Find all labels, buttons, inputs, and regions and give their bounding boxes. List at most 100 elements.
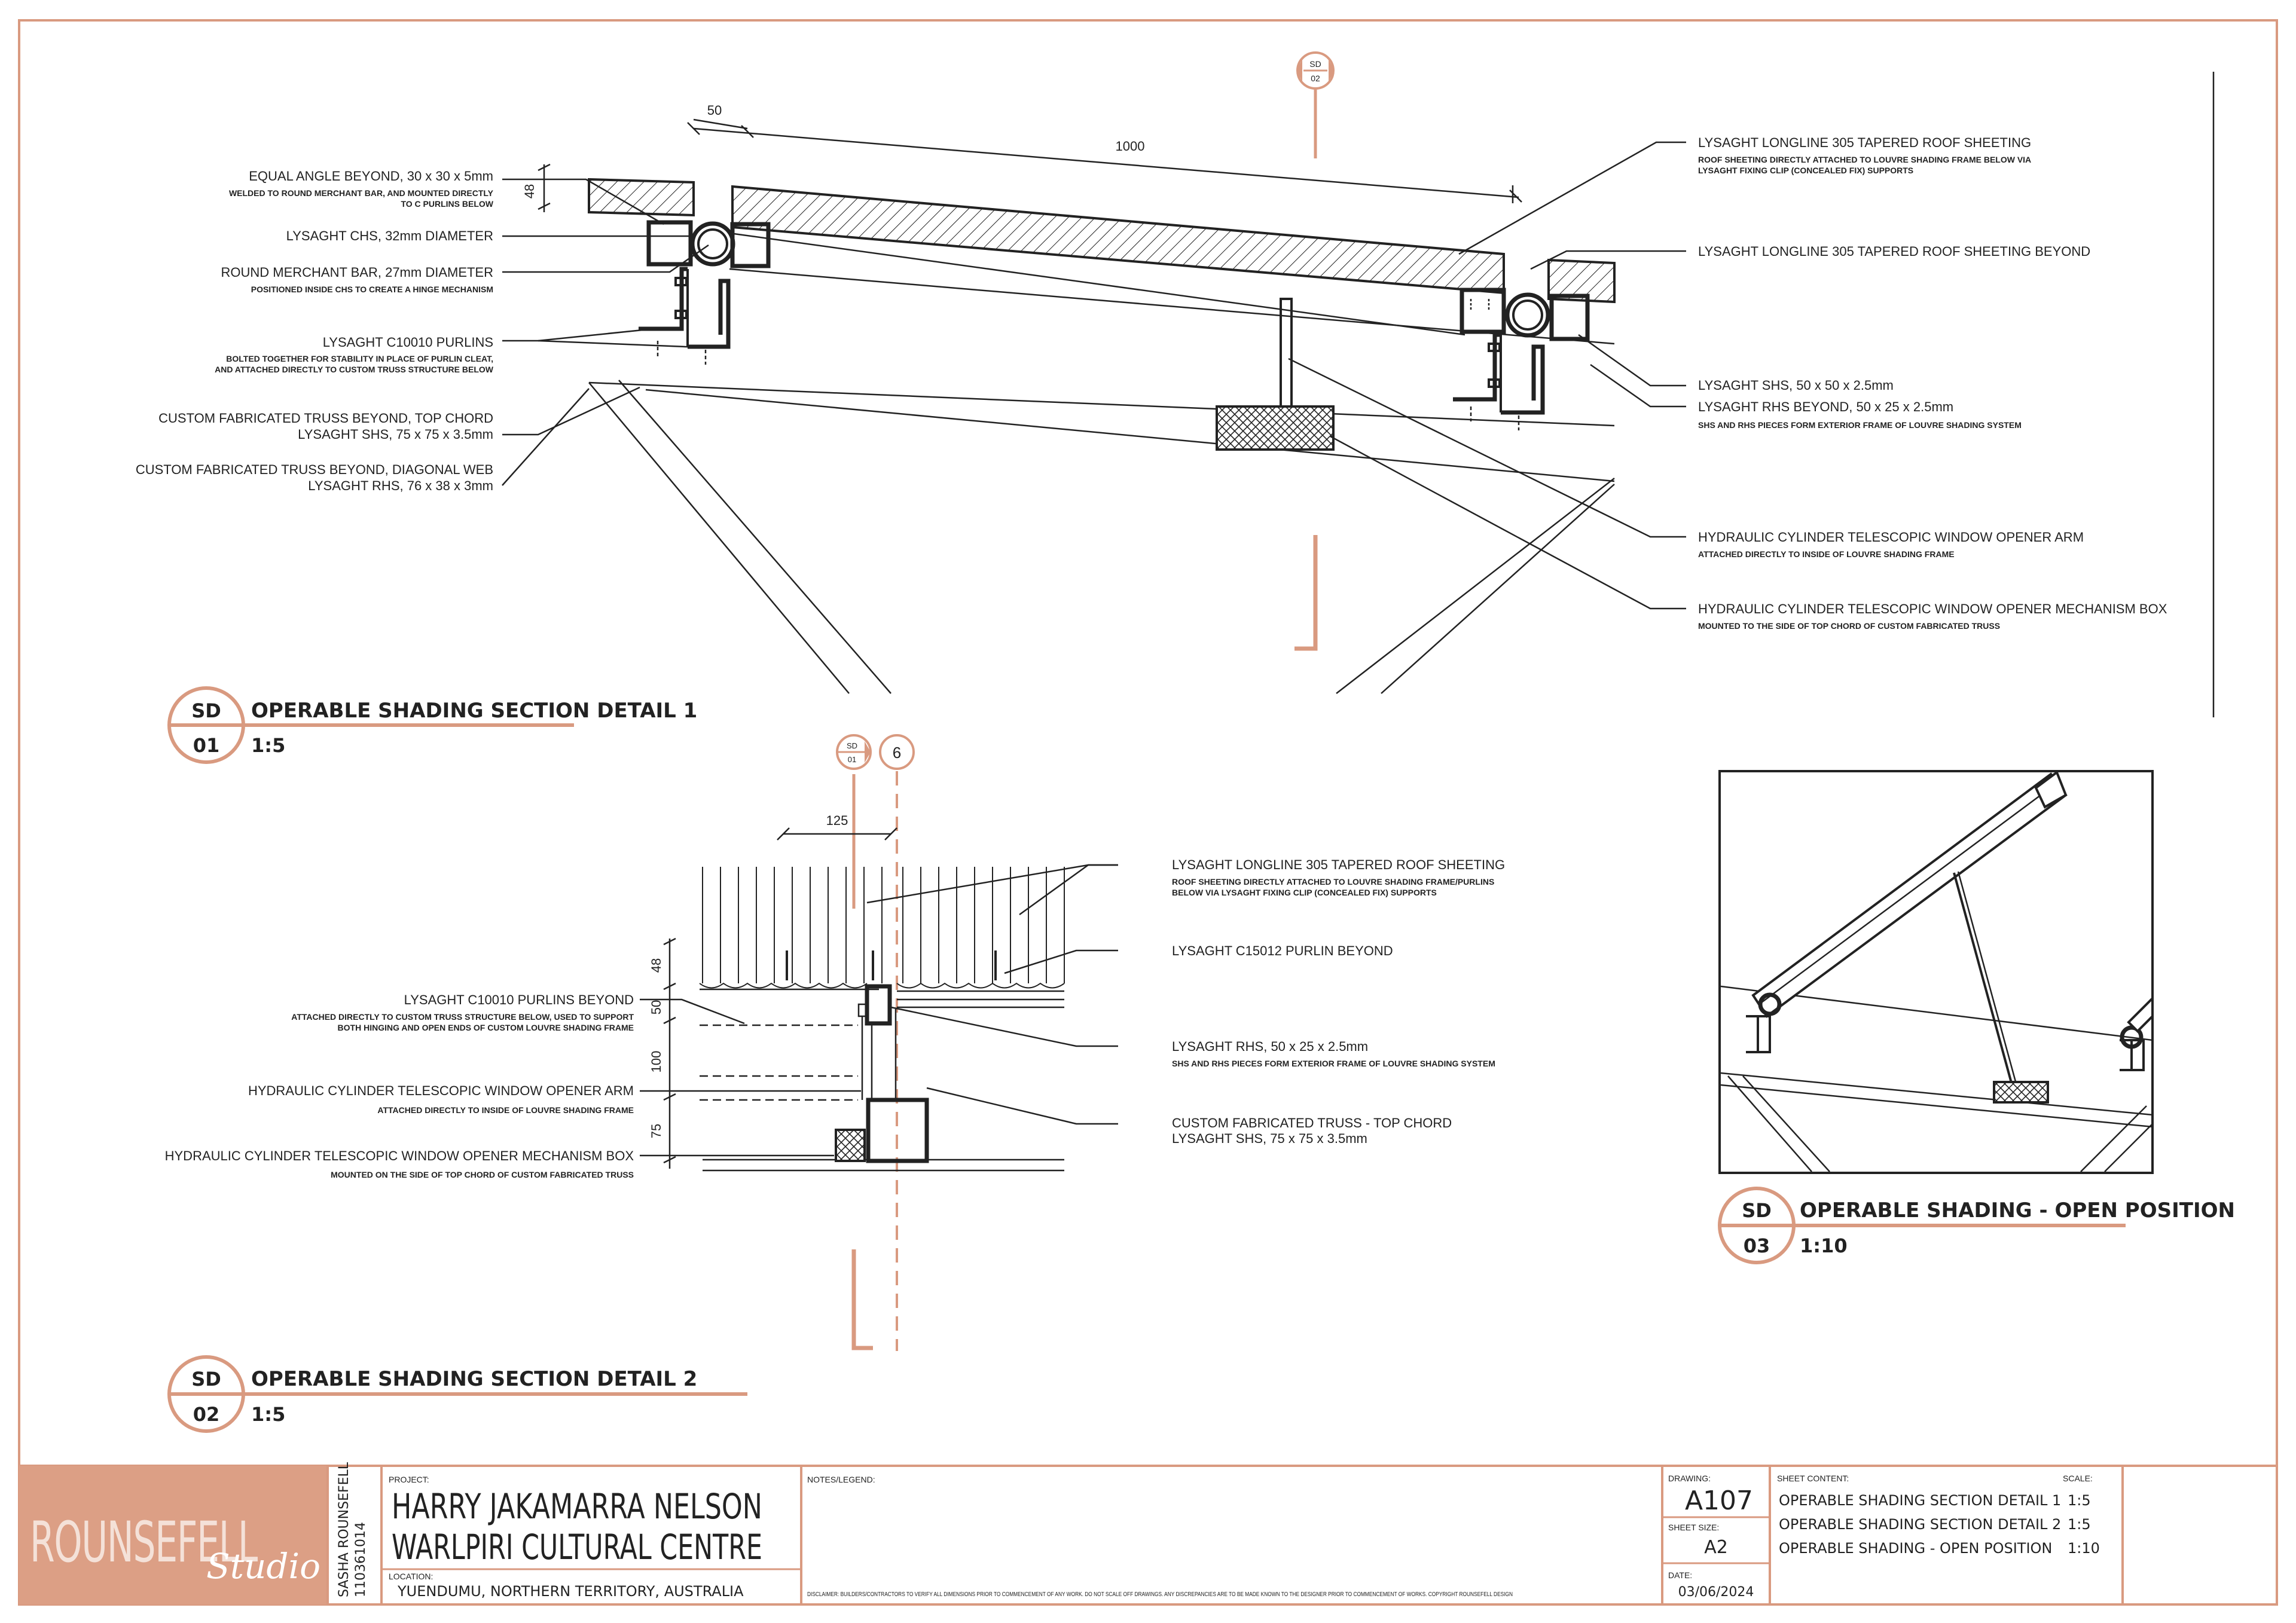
svg-text:LYSAGHT SHS, 75 x 75 x 3.5mm: LYSAGHT SHS, 75 x 75 x 3.5mm bbox=[1172, 1131, 1367, 1146]
svg-text:MOUNTED TO THE SIDE OF TOP CHO: MOUNTED TO THE SIDE OF TOP CHORD OF CUST… bbox=[1698, 621, 2000, 631]
svg-text:LYSAGHT SHS, 75 x 75 x 3.5mm: LYSAGHT SHS, 75 x 75 x 3.5mm bbox=[298, 427, 493, 442]
svg-text:POSITIONED INSIDE CHS TO CREAT: POSITIONED INSIDE CHS TO CREATE A HINGE … bbox=[251, 285, 493, 294]
detail-3-scale: 1:10 bbox=[1800, 1234, 1848, 1257]
svg-text:SD: SD bbox=[1309, 59, 1321, 69]
detail-1-labels-left: EQUAL ANGLE BEYOND, 30 x 30 x 5mm WELDED… bbox=[136, 169, 494, 493]
svg-text:SHS AND RHS PIECES FORM EXTERI: SHS AND RHS PIECES FORM EXTERIOR FRAME O… bbox=[1172, 1059, 1495, 1068]
svg-text:LYSAGHT C10010 PURLINS BEYOND: LYSAGHT C10010 PURLINS BEYOND bbox=[404, 992, 634, 1007]
detail-1-scale: 1:5 bbox=[251, 734, 285, 757]
content-row-1-scale: 1:5 bbox=[2068, 1492, 2091, 1509]
sheet-date: 03/06/2024 bbox=[1678, 1585, 1754, 1600]
svg-text:ROUND MERCHANT BAR, 27mm DIAME: ROUND MERCHANT BAR, 27mm DIAMETER bbox=[221, 265, 493, 280]
disclaimer: DISCLAIMER: BUILDERS/CONTRACTORS TO VERI… bbox=[807, 1591, 1513, 1598]
content-row-1: OPERABLE SHADING SECTION DETAIL 1 bbox=[1779, 1492, 2061, 1509]
svg-text:BOLTED TOGETHER FOR STABILITY: BOLTED TOGETHER FOR STABILITY IN PLACE O… bbox=[226, 354, 493, 363]
student-id: 110361014 bbox=[353, 1522, 368, 1597]
svg-text:HYDRAULIC CYLINDER TELESCOPIC: HYDRAULIC CYLINDER TELESCOPIC WINDOW OPE… bbox=[1698, 530, 2084, 545]
svg-text:ROOF SHEETING DIRECTLY ATTACHE: ROOF SHEETING DIRECTLY ATTACHED TO LOUVR… bbox=[1698, 155, 2031, 164]
detail-1-title-tag: SD 01 OPERABLE SHADING SECTION DETAIL 1 … bbox=[167, 686, 697, 764]
svg-text:SD: SD bbox=[1742, 1199, 1772, 1222]
detail-2-title: OPERABLE SHADING SECTION DETAIL 2 bbox=[251, 1367, 697, 1391]
svg-text:48: 48 bbox=[649, 958, 664, 973]
svg-text:DRAWING:: DRAWING: bbox=[1668, 1474, 1711, 1483]
svg-text:ROOF SHEETING DIRECTLY ATTACHE: ROOF SHEETING DIRECTLY ATTACHED TO LOUVR… bbox=[1172, 877, 1494, 887]
logo-main: ROUNSEFELL bbox=[30, 1510, 258, 1575]
svg-text:CUSTOM FABRICATED TRUSS BEYOND: CUSTOM FABRICATED TRUSS BEYOND, DIAGONAL… bbox=[136, 462, 493, 477]
project-line-1: HARRY JAKAMARRA NELSON bbox=[392, 1486, 762, 1527]
svg-text:ATTACHED DIRECTLY TO INSIDE OF: ATTACHED DIRECTLY TO INSIDE OF LOUVRE SH… bbox=[1698, 549, 1955, 559]
svg-text:SD: SD bbox=[191, 699, 221, 722]
logo-script: Studio bbox=[206, 1546, 320, 1587]
svg-text:75: 75 bbox=[649, 1124, 664, 1138]
content-row-3: OPERABLE SHADING - OPEN POSITION bbox=[1779, 1540, 2052, 1557]
detail-3-title: OPERABLE SHADING - OPEN POSITION bbox=[1800, 1199, 2235, 1222]
detail-1-title: OPERABLE SHADING SECTION DETAIL 1 bbox=[251, 699, 697, 723]
svg-text:MOUNTED ON THE SIDE OF TOP CHO: MOUNTED ON THE SIDE OF TOP CHORD OF CUST… bbox=[331, 1170, 634, 1179]
svg-text:WELDED TO ROUND MERCHANT BAR,: WELDED TO ROUND MERCHANT BAR, AND MOUNTE… bbox=[229, 188, 494, 198]
detail-1-labels-right: LYSAGHT LONGLINE 305 TAPERED ROOF SHEETI… bbox=[1698, 135, 2167, 631]
detail-1-drawing: 50 1000 48 SD 02 bbox=[502, 51, 1686, 694]
detail-2-drawing: SD 01 6 125 bbox=[640, 734, 1118, 1351]
svg-text:CUSTOM FABRICATED TRUSS BEYOND: CUSTOM FABRICATED TRUSS BEYOND, TOP CHOR… bbox=[158, 411, 493, 426]
dim-48-d1: 48 bbox=[522, 184, 537, 198]
svg-text:SHEET SIZE:: SHEET SIZE: bbox=[1668, 1523, 1719, 1532]
sheet-size: A2 bbox=[1704, 1537, 1728, 1558]
svg-text:SHS AND RHS PIECES FORM EXTERI: SHS AND RHS PIECES FORM EXTERIOR FRAME O… bbox=[1698, 420, 2022, 430]
svg-text:02: 02 bbox=[193, 1403, 220, 1426]
svg-text:HYDRAULIC CYLINDER TELESCOPIC: HYDRAULIC CYLINDER TELESCOPIC WINDOW OPE… bbox=[1698, 601, 2167, 616]
content-row-3-scale: 1:10 bbox=[2068, 1540, 2100, 1557]
title-block: ROUNSEFELL Studio SASHA ROUNSEFELL 11036… bbox=[19, 1462, 2277, 1604]
dim-1000-d1: 1000 bbox=[1116, 139, 1145, 154]
svg-text:BOTH HINGING AND OPEN ENDS OF: BOTH HINGING AND OPEN ENDS OF CUSTOM LOU… bbox=[338, 1023, 634, 1032]
svg-text:NOTES/LEGEND:: NOTES/LEGEND: bbox=[807, 1475, 875, 1484]
detail-2-labels-right: LYSAGHT LONGLINE 305 TAPERED ROOF SHEETI… bbox=[1172, 857, 1505, 1146]
svg-text:SD: SD bbox=[847, 741, 857, 750]
content-row-2: OPERABLE SHADING SECTION DETAIL 2 bbox=[1779, 1516, 2061, 1533]
detail-2-scale: 1:5 bbox=[251, 1403, 285, 1426]
svg-text:100: 100 bbox=[649, 1051, 664, 1073]
svg-text:LYSAGHT CHS, 32mm DIAMETER: LYSAGHT CHS, 32mm DIAMETER bbox=[286, 228, 493, 243]
svg-text:LOCATION:: LOCATION: bbox=[389, 1572, 433, 1581]
grid-ref-6 bbox=[879, 734, 915, 770]
dim-50-d1: 50 bbox=[707, 103, 722, 118]
svg-text:EQUAL ANGLE BEYOND, 30 x 30 x: EQUAL ANGLE BEYOND, 30 x 30 x 5mm bbox=[249, 169, 493, 184]
svg-text:HYDRAULIC CYLINDER TELESCOPIC: HYDRAULIC CYLINDER TELESCOPIC WINDOW OPE… bbox=[248, 1083, 634, 1098]
svg-text:02: 02 bbox=[1311, 74, 1320, 83]
svg-text:AND ATTACHED DIRECTLY TO CUSTO: AND ATTACHED DIRECTLY TO CUSTOM TRUSS ST… bbox=[215, 365, 494, 374]
svg-text:LYSAGHT C15012 PURLIN BEYOND: LYSAGHT C15012 PURLIN BEYOND bbox=[1172, 943, 1393, 958]
svg-text:TO C PURLINS BELOW: TO C PURLINS BELOW bbox=[401, 199, 493, 209]
svg-text:BELOW VIA LYSAGHT FIXING CLIP: BELOW VIA LYSAGHT FIXING CLIP (CONCEALED… bbox=[1172, 888, 1437, 897]
svg-text:01: 01 bbox=[193, 734, 220, 757]
svg-text:LYSAGHT RHS, 76 x 38 x 3mm: LYSAGHT RHS, 76 x 38 x 3mm bbox=[308, 478, 493, 493]
svg-text:SD: SD bbox=[191, 1368, 221, 1390]
detail-3-title-tag: SD 03 OPERABLE SHADING - OPEN POSITION 1… bbox=[1718, 1187, 2235, 1264]
svg-text:01: 01 bbox=[848, 755, 856, 764]
detail-2-labels-left: LYSAGHT C10010 PURLINS BEYOND ATTACHED D… bbox=[165, 992, 634, 1179]
svg-text:ATTACHED DIRECTLY TO INSIDE OF: ATTACHED DIRECTLY TO INSIDE OF LOUVRE SH… bbox=[377, 1105, 634, 1115]
svg-text:LYSAGHT LONGLINE 305 TAPERED R: LYSAGHT LONGLINE 305 TAPERED ROOF SHEETI… bbox=[1698, 135, 2031, 150]
detail-2-title-tag: SD 02 OPERABLE SHADING SECTION DETAIL 2 … bbox=[167, 1355, 747, 1433]
svg-text:LYSAGHT RHS, 50 x 25 x 2.5mm: LYSAGHT RHS, 50 x 25 x 2.5mm bbox=[1172, 1039, 1368, 1054]
svg-text:DATE:: DATE: bbox=[1668, 1570, 1692, 1580]
svg-text:LYSAGHT FIXING CLIP (CONCEALED: LYSAGHT FIXING CLIP (CONCEALED FIX) SUPP… bbox=[1698, 166, 1913, 175]
svg-text:03: 03 bbox=[1744, 1234, 1770, 1257]
svg-text:CUSTOM FABRICATED TRUSS - TOP: CUSTOM FABRICATED TRUSS - TOP CHORD bbox=[1172, 1115, 1452, 1130]
svg-text:LYSAGHT RHS BEYOND, 50 x 25 x: LYSAGHT RHS BEYOND, 50 x 25 x 2.5mm bbox=[1698, 399, 1953, 414]
svg-text:50: 50 bbox=[649, 1000, 664, 1014]
drawing-number: A107 bbox=[1685, 1486, 1753, 1516]
svg-text:LYSAGHT LONGLINE 305 TAPERED R: LYSAGHT LONGLINE 305 TAPERED ROOF SHEETI… bbox=[1698, 244, 2090, 259]
svg-text:PROJECT:: PROJECT: bbox=[389, 1475, 429, 1484]
sheet-border bbox=[18, 19, 2278, 1606]
svg-text:ATTACHED DIRECTLY TO CUSTOM TR: ATTACHED DIRECTLY TO CUSTOM TRUSS STRUCT… bbox=[291, 1012, 634, 1022]
content-row-2-scale: 1:5 bbox=[2068, 1516, 2091, 1533]
svg-text:6: 6 bbox=[893, 744, 901, 762]
detail-3-drawing bbox=[1718, 770, 2154, 1174]
project-location: YUENDUMU, NORTHERN TERRITORY, AUSTRALIA bbox=[397, 1583, 744, 1600]
svg-text:HYDRAULIC CYLINDER TELESCOPIC: HYDRAULIC CYLINDER TELESCOPIC WINDOW OPE… bbox=[165, 1148, 634, 1163]
svg-text:LYSAGHT C10010 PURLINS: LYSAGHT C10010 PURLINS bbox=[323, 335, 493, 350]
svg-text:SCALE:: SCALE: bbox=[2063, 1474, 2093, 1483]
logo-panel bbox=[19, 1466, 328, 1604]
svg-text:LYSAGHT LONGLINE 305 TAPERED R: LYSAGHT LONGLINE 305 TAPERED ROOF SHEETI… bbox=[1172, 857, 1505, 872]
designer-name: SASHA ROUNSEFELL bbox=[337, 1462, 352, 1597]
